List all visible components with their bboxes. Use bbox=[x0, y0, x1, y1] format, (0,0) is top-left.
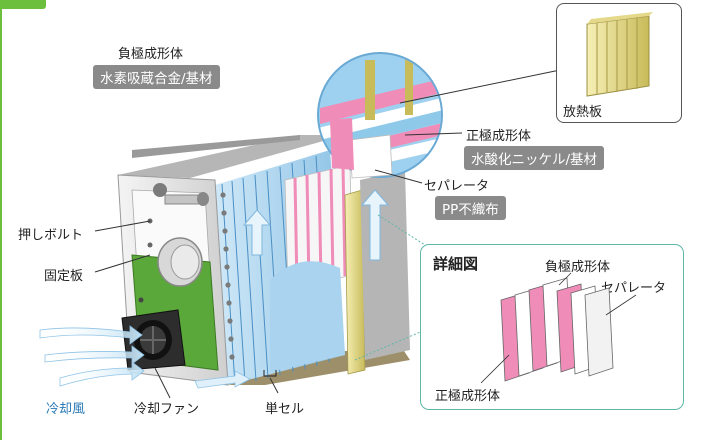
separator-label: セパレータ bbox=[424, 179, 490, 194]
top-frame-rail bbox=[118, 135, 345, 178]
screw-icon bbox=[138, 297, 144, 303]
top-frame-edge bbox=[132, 135, 300, 158]
detail-connector bbox=[354, 329, 426, 361]
negative-electrode-label: 負極成形体 bbox=[118, 47, 184, 62]
airflow-up-arrow-2 bbox=[360, 189, 390, 261]
frame-corner-tab bbox=[0, 0, 46, 9]
single-cell-label: 単セル bbox=[265, 402, 305, 417]
push-bolt-label: 押しボルト bbox=[18, 228, 84, 243]
heat-sink-icon bbox=[586, 12, 653, 97]
end-plate-bolt-holes bbox=[220, 192, 235, 360]
heat-sink-plate bbox=[344, 189, 366, 375]
frame-left-bar bbox=[0, 0, 2, 440]
heat-sink-label: 放熱板 bbox=[563, 105, 603, 120]
cooling-air-label: 冷却風 bbox=[46, 402, 86, 417]
cooling-air-arrows bbox=[39, 325, 145, 387]
fixing-plate-label: 固定板 bbox=[44, 269, 84, 284]
airflow-out-arrow bbox=[194, 370, 251, 389]
detail-layers-illustration bbox=[480, 272, 637, 384]
single-cell-bracket bbox=[263, 370, 277, 377]
detail-separator-label: セパレータ bbox=[601, 281, 667, 296]
detail-title: 詳細図 bbox=[433, 255, 479, 273]
cutaway-layers bbox=[284, 164, 353, 291]
separator-material-tag: PP不織布 bbox=[435, 196, 506, 220]
detail-positive-electrode-label: 正極成形体 bbox=[435, 389, 501, 404]
airflow-up-arrow-1 bbox=[242, 209, 272, 256]
push-bolt-head bbox=[197, 192, 209, 206]
positive-electrode-material-tag: 水酸化ニッケル/基材 bbox=[464, 146, 605, 170]
positive-electrode-label: 正極成形体 bbox=[466, 129, 532, 144]
detail-negative-electrode-label: 負極成形体 bbox=[545, 260, 611, 275]
heat-sink-inset: 放熱板 bbox=[556, 3, 682, 123]
bolt-nut bbox=[153, 183, 167, 197]
cooling-fan-label: 冷却ファン bbox=[134, 402, 200, 417]
leader-lines bbox=[94, 69, 561, 399]
cutaway-bottom bbox=[270, 261, 345, 372]
detail-view-box: 詳細図 負極成形体 セパレータ 正極成形体 bbox=[420, 244, 684, 410]
screw-icon bbox=[147, 242, 153, 248]
detail-connector bbox=[377, 214, 426, 246]
magnified-view bbox=[317, 52, 443, 179]
negative-electrode-material-tag: 水素吸蔵合金/基材 bbox=[93, 65, 220, 89]
